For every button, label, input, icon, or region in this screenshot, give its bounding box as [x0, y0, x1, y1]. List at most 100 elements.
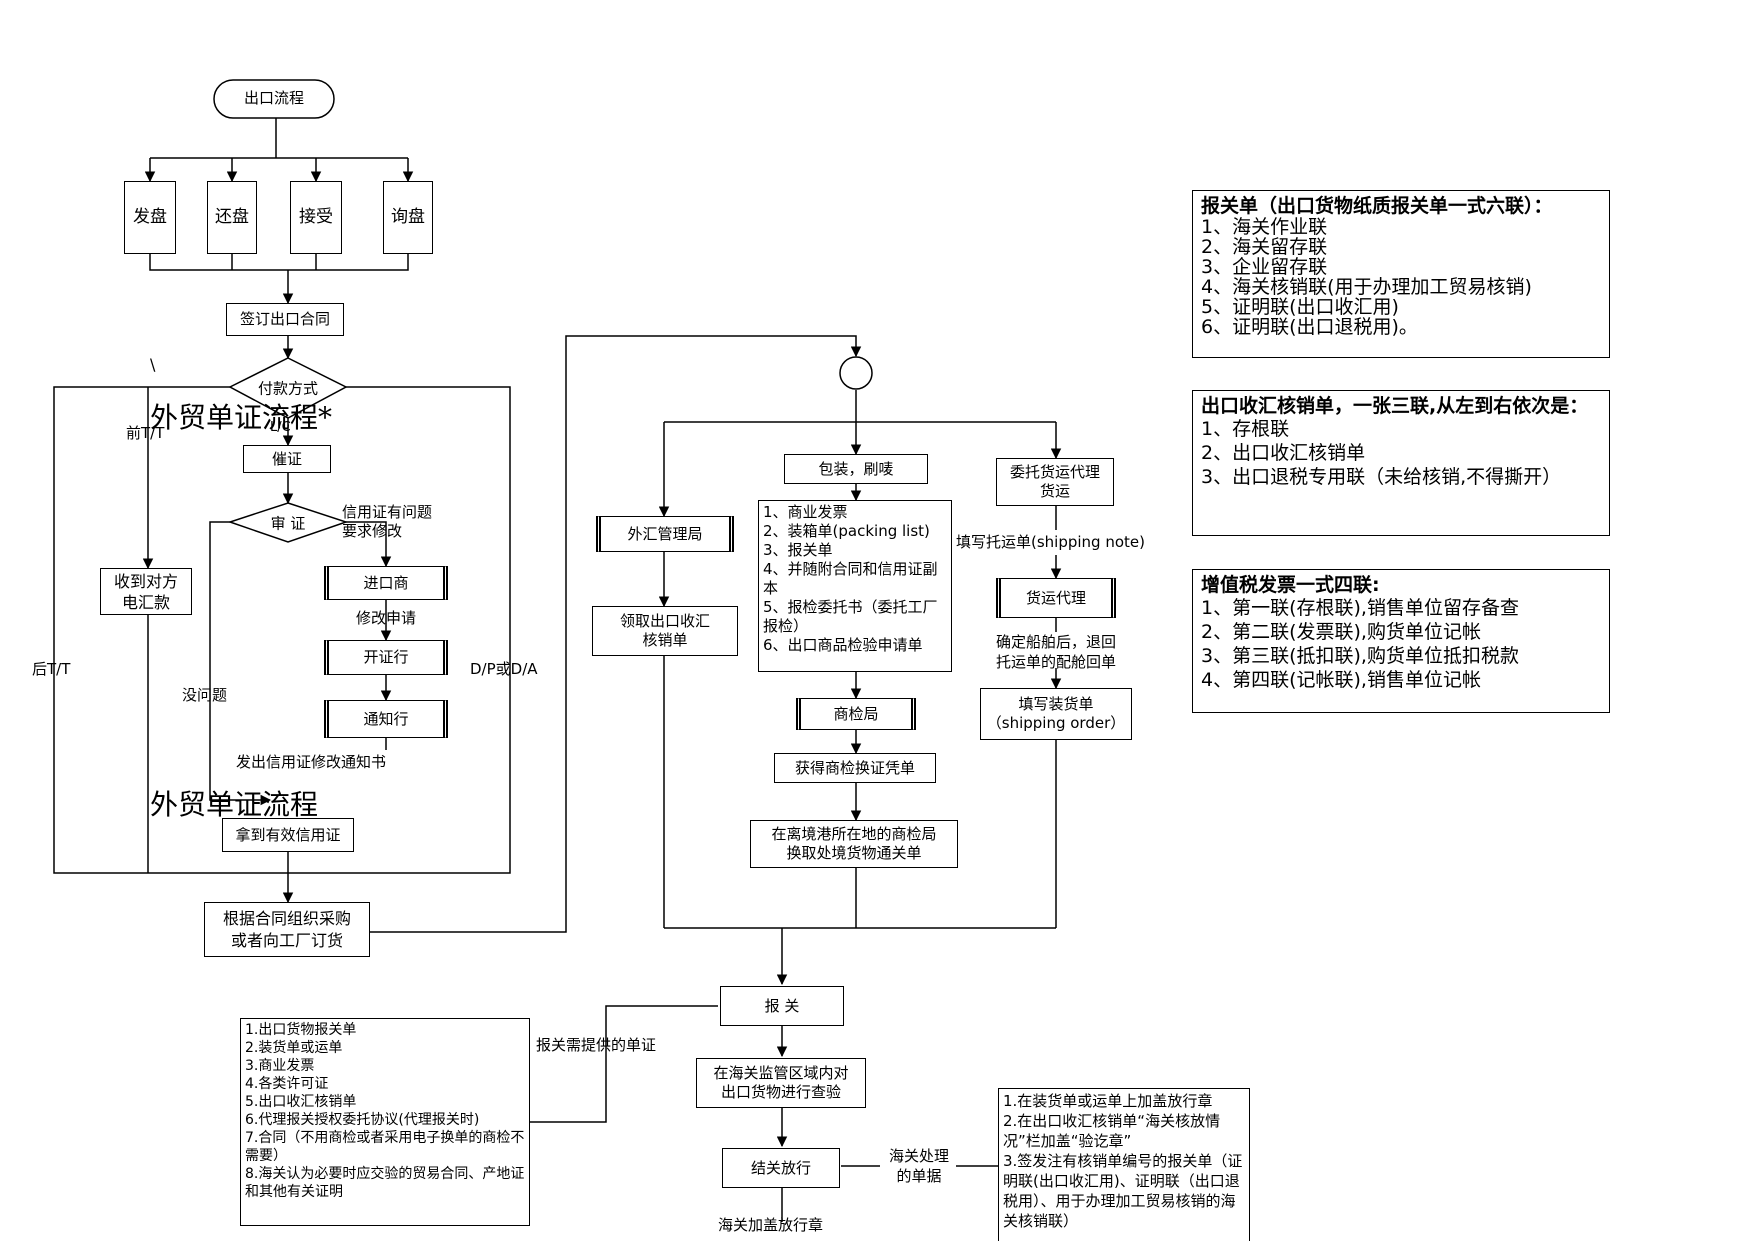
customs-docs-item: 4.各类许可证: [245, 1076, 329, 1092]
importer-box: 进口商: [324, 566, 448, 600]
step-inquiry: 询盘: [383, 181, 433, 254]
customs-form-note: 报关单（出口货物纸质报关单一式六联）： 1、海关作业联 2、海关留存联 3、企业…: [1192, 190, 1610, 358]
receive-tt-box: 收到对方电汇款: [100, 568, 192, 615]
vat-invoice-note-item: 1、第一联(存根联),销售单位留存备查: [1201, 597, 1519, 619]
customs-form-note-item: 5、证明联(出口收汇用): [1201, 296, 1399, 318]
export-docs-item: 5、报检委托书（委托工厂报检）: [763, 598, 938, 635]
purchase-line1: 根据合同组织采购: [222, 908, 351, 928]
release-docs-item: 2.在出口收汇核销单“海关核放情况”栏加盖“验讫章”: [1003, 1112, 1221, 1150]
step-counter-offer: 还盘: [207, 181, 257, 254]
customs-docs-item: 1.出口货物报关单: [245, 1022, 357, 1038]
customs-release-box: 结关放行: [722, 1148, 840, 1188]
release-docs-item: 3.签发注有核销单编号的报关单（证明联(出口收汇用)、证明联（出口退税用）、用于…: [1003, 1152, 1243, 1230]
forex-bureau-box: 外汇管理局: [596, 516, 734, 552]
export-docs-item: 1、商业发票: [763, 503, 848, 521]
customs-docs-item: 5.出口收汇核销单: [245, 1094, 357, 1110]
inspection-bureau-box: 商检局: [796, 698, 916, 730]
customs-form-note-item: 3、企业留存联: [1201, 256, 1328, 278]
post-tt-label: 后T/T: [32, 660, 71, 678]
fill-shipping-order-line1: 填写装货单: [1018, 695, 1094, 713]
customs-docs-item: 3.商业发票: [245, 1058, 315, 1074]
customs-form-note-title: 报关单（出口货物纸质报关单一式六联）：: [1201, 195, 1553, 217]
exchange-cert-box: 在离境港所在地的商检局 换取处境货物通关单: [750, 820, 958, 868]
customs-inspect-line1: 在海关监管区域内对: [713, 1064, 849, 1082]
customs-handle-line1: 海关处理: [888, 1147, 949, 1165]
forwarder-box: 货运代理: [996, 578, 1116, 618]
vat-invoice-note-title: 增值税发票一式四联:: [1201, 574, 1380, 596]
entrust-forwarder-box: 委托货运代理 货运: [996, 458, 1114, 506]
vat-invoice-note-item: 2、第二联(发票联),购货单位记帐: [1201, 621, 1481, 643]
issuing-bank-box: 开证行: [324, 640, 448, 675]
get-verification-box: 领取出口收汇 核销单: [592, 606, 738, 656]
payment-decision-shape: [228, 357, 348, 419]
customs-docs-item: 2.装货单或运单: [245, 1040, 343, 1056]
advising-bank-box: 通知行: [324, 700, 448, 738]
connector-circle: [839, 356, 873, 390]
fill-shipping-order-line2: （shipping order）: [986, 714, 1126, 732]
confirm-vessel-label: 确定船舶后，退回 托运单的配舱回单: [980, 632, 1132, 672]
review-decision-shape: [227, 502, 349, 543]
verification-form-note-item: 2、出口收汇核销单: [1201, 442, 1366, 464]
start-label: 出口流程: [243, 89, 304, 107]
exchange-cert-line1: 在离境港所在地的商检局: [771, 825, 937, 843]
get-verification-line1: 领取出口收汇: [619, 612, 710, 630]
customs-docs-label: 报关需提供的单证: [536, 1036, 657, 1054]
step-offer: 发盘: [124, 181, 176, 254]
entrust-forwarder-line1: 委托货运代理: [1009, 463, 1100, 481]
start-terminator: [213, 79, 335, 119]
get-verification-line2: 核销单: [642, 631, 688, 649]
export-docs-item: 4、并随附合同和信用证副本: [763, 560, 938, 597]
vat-invoice-note: 增值税发票一式四联: 1、第一联(存根联),销售单位留存备查 2、第二联(发票联…: [1192, 569, 1610, 713]
export-docs-item: 3、报关单: [763, 541, 833, 559]
customs-form-note-item: 1、海关作业联: [1201, 216, 1328, 238]
customs-form-note-item: 6、证明联(出口退税用)。: [1201, 316, 1418, 338]
customs-handle-line2: 的单据: [896, 1167, 942, 1185]
customs-docs-list: 1.出口货物报关单 2.装货单或运单 3.商业发票 4.各类许可证 5.出口收汇…: [240, 1018, 530, 1226]
release-docs-item: 1.在装货单或运单上加盖放行章: [1003, 1092, 1213, 1110]
amend-apply-label: 修改申请: [355, 609, 416, 627]
packing-box: 包装，刷唛: [784, 454, 928, 484]
review-decision-label: 审 证: [270, 514, 306, 532]
amend-notice-label: 发出信用证修改通知书: [236, 753, 387, 771]
entrust-forwarder-line2: 货运: [1039, 482, 1070, 500]
step-offer-label: 发盘: [133, 207, 167, 227]
sign-contract-box: 签订出口合同: [226, 303, 344, 336]
stray-backslash: \: [150, 355, 156, 374]
export-docs-item: 6、出口商品检验申请单: [763, 636, 923, 654]
customs-inspect-line2: 出口货物进行查验: [720, 1083, 841, 1101]
watermark-title-1: 外贸单证流程*: [150, 401, 333, 434]
export-docs-list: 1、商业发票 2、装箱单(packing list) 3、报关单 4、并随附合同…: [758, 500, 952, 672]
release-docs-list: 1.在装货单或运单上加盖放行章 2.在出口收汇核销单“海关核放情况”栏加盖“验讫…: [998, 1088, 1250, 1241]
purchase-box: 根据合同组织采购 或者向工厂订货: [204, 902, 370, 957]
vat-invoice-note-item: 4、第四联(记帐联),销售单位记帐: [1201, 669, 1481, 691]
fill-shipping-order-box: 填写装货单 （shipping order）: [980, 688, 1132, 740]
customs-docs-item: 7.合同（不用商检或者采用电子换单的商检不需要）: [245, 1130, 525, 1164]
urge-lc-box: 催证: [243, 445, 331, 473]
dp-da-label: D/P或D/A: [470, 660, 538, 678]
get-valid-lc-box: 拿到有效信用证: [222, 818, 354, 852]
step-inquiry-label: 询盘: [391, 207, 425, 227]
vat-invoice-note-item: 3、第三联(抵扣联),购货单位抵扣税款: [1201, 645, 1519, 667]
payment-decision-label: 付款方式: [257, 379, 318, 398]
verification-form-note-item: 1、存根联: [1201, 418, 1290, 440]
purchase-line2: 或者向工厂订货: [230, 930, 343, 950]
step-counter-offer-label: 还盘: [215, 207, 249, 227]
pre-tt-label: 前T/T: [126, 424, 165, 442]
get-insp-cert-box: 获得商检换证凭单: [774, 753, 936, 783]
customs-inspect-box: 在海关监管区域内对 出口货物进行查验: [696, 1058, 866, 1108]
no-problem-label: 没问题: [182, 686, 228, 704]
payment-decision: 付款方式: [230, 358, 346, 418]
exchange-cert-line2: 换取处境货物通关单: [786, 844, 922, 862]
customs-declaration-box: 报 关: [720, 986, 844, 1026]
confirm-vessel-line1: 确定船舶后，退回: [995, 633, 1116, 651]
customs-handle-label: 海关处理 的单据: [880, 1146, 958, 1186]
verification-form-note: 出口收汇核销单，一张三联,从左到右依次是： 1、存根联 2、出口收汇核销单 3、…: [1192, 390, 1610, 536]
customs-docs-item: 6.代理报关授权委托协议(代理报关时): [245, 1112, 480, 1128]
confirm-vessel-line2: 托运单的配舱回单: [995, 653, 1116, 671]
step-accept: 接受: [290, 181, 342, 254]
customs-form-note-item: 4、海关核销联(用于办理加工贸易核销): [1201, 276, 1532, 298]
watermark-title-2: 外贸单证流程: [150, 788, 319, 821]
verification-form-note-title: 出口收汇核销单，一张三联,从左到右依次是：: [1201, 395, 1589, 417]
